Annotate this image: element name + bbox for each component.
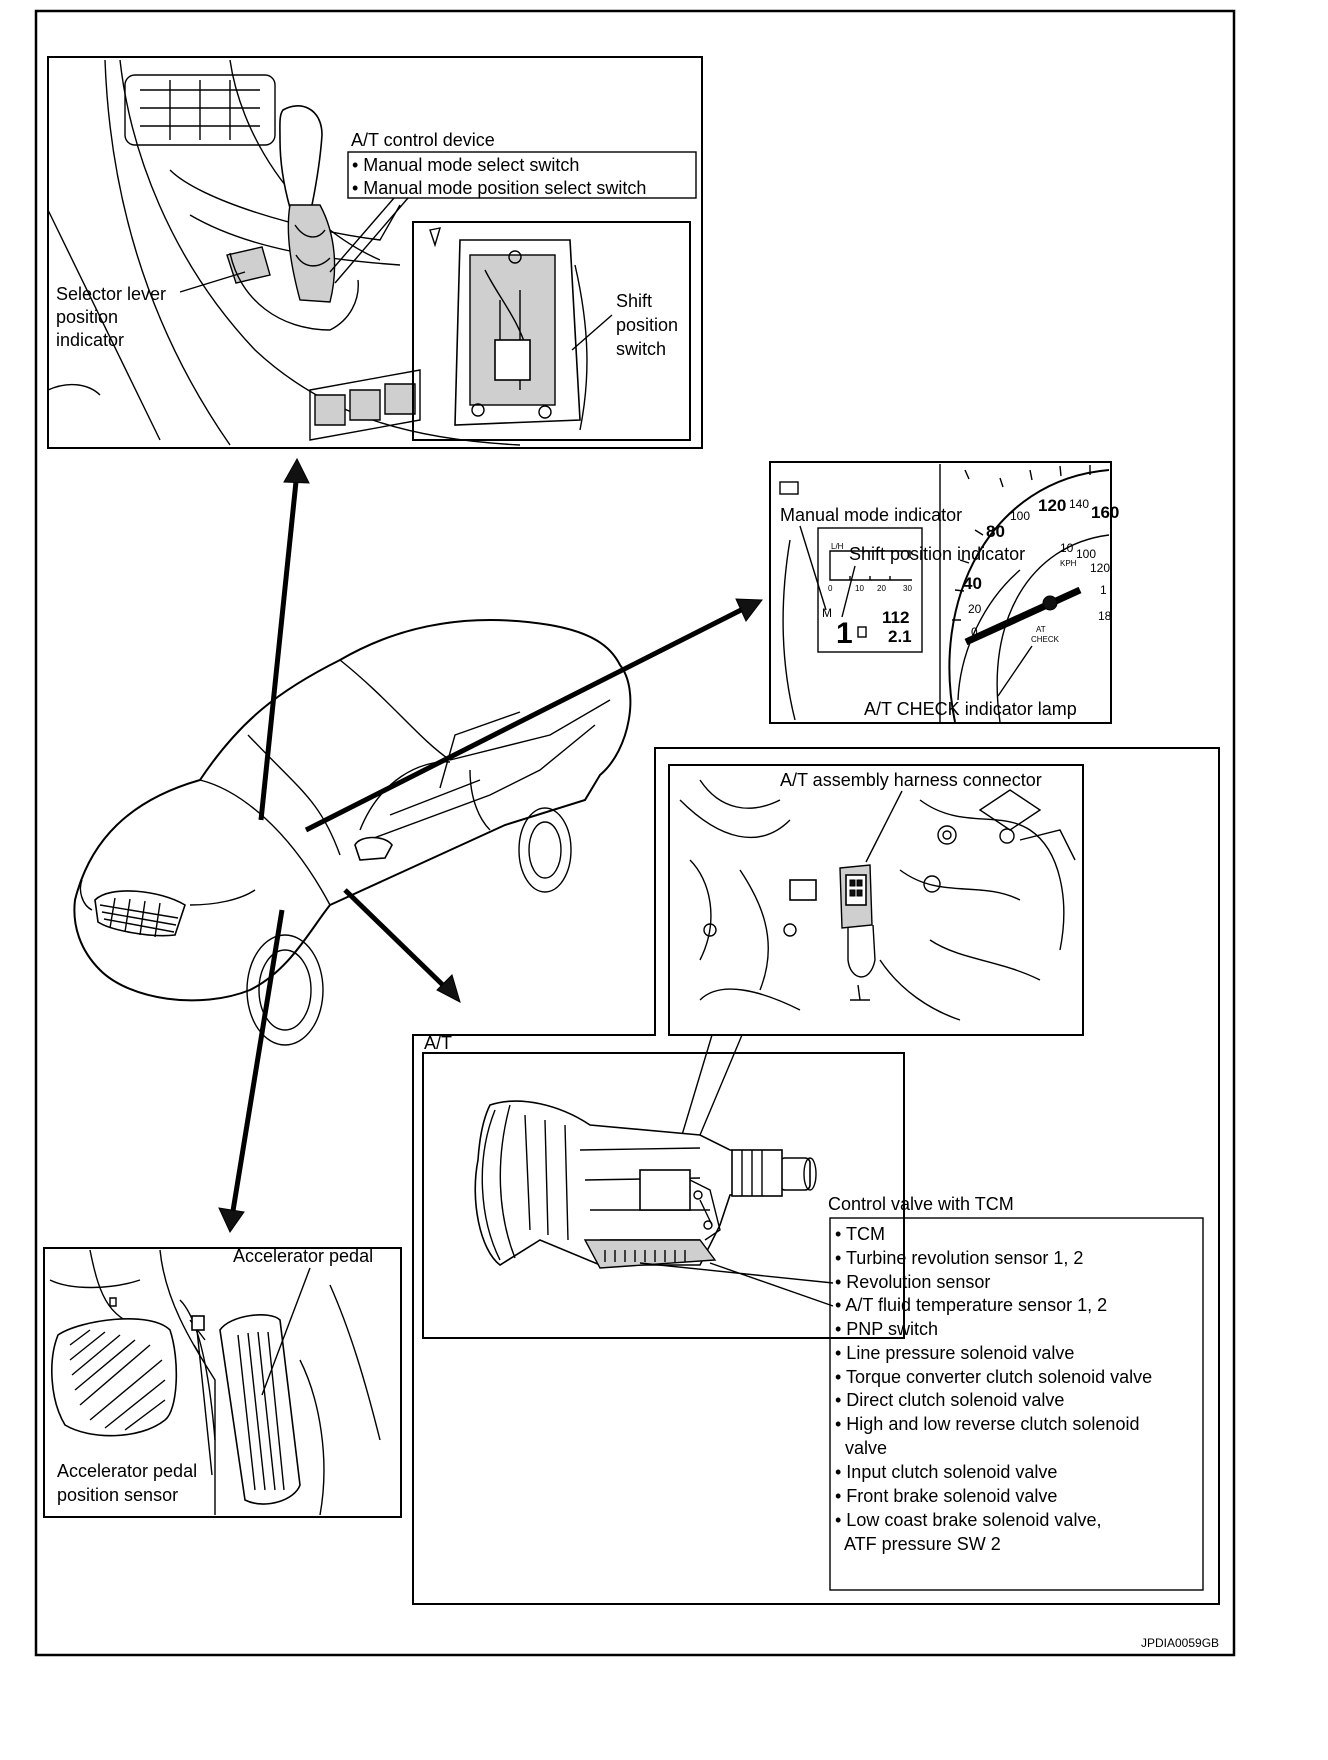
tcm-component-item: • Revolution sensor (835, 1272, 990, 1292)
tcm-component-item: • Input clutch solenoid valve (835, 1462, 1057, 1482)
speed-inner-0: 0 (971, 625, 978, 639)
connector-leader (865, 790, 903, 863)
lcd-scale-unit: L/H (831, 542, 844, 551)
gear-mode-indicator: M (822, 606, 832, 620)
tcm-component-item: • Turbine revolution sensor 1, 2 (835, 1248, 1083, 1268)
speed-label-80: 80 (986, 522, 1005, 541)
at-label: A/T (424, 1033, 452, 1053)
shift-position-switch-inset (412, 221, 691, 441)
manual-mode-position-select-switch-label: • Manual mode position select switch (352, 178, 646, 198)
manual-mode-indicator-label: Manual mode indicator (780, 505, 962, 525)
needle-hub (1042, 595, 1058, 611)
selector-lever-label-line1: Selector lever (56, 284, 166, 304)
lcd-display: L/H 0 10 20 30 M 1 112 2.1 (817, 527, 923, 653)
tcm-component-item: ATF pressure SW 2 (835, 1534, 1001, 1554)
control-valve-with-tcm-label: Control valve with TCM (828, 1194, 1014, 1214)
speedometer-gauge: 80 100 120 140 160 40 20 0 10 100 120 1 … (948, 465, 1119, 723)
tcm-leader-lines (639, 1262, 834, 1307)
tcm-component-item: • A/T fluid temperature sensor 1, 2 (835, 1295, 1107, 1315)
speed-label-160: 160 (1091, 503, 1119, 522)
accelerator-pedal-sensor-label-line2: position sensor (57, 1485, 178, 1505)
speed-inner-20: 20 (968, 602, 982, 616)
console-illustration (47, 59, 521, 446)
car-illustration (73, 619, 632, 1046)
speed-inner-120: 120 (1090, 561, 1110, 575)
tcm-component-list: • TCM • Turbine revolution sensor 1, 2 •… (829, 1217, 1204, 1591)
lcd-value-top: 112 (882, 608, 909, 627)
selector-lever-label-line2: position (56, 307, 118, 327)
outer-frame (34, 9, 1236, 1657)
tcm-component-item: • Torque converter clutch solenoid valve (835, 1367, 1152, 1387)
tach-label: KPH (1060, 559, 1077, 568)
at-check-lamp-text-line1: AT (1036, 625, 1046, 634)
lcd-small-icon (857, 626, 867, 638)
at-control-device-label: A/T control device (351, 130, 495, 150)
at-inner-panel (422, 1052, 905, 1339)
at-control-device-panel: A/T control device • Manual mode select … (47, 56, 703, 449)
manual-mode-switch-box (347, 151, 697, 199)
lcd-value-bottom: 2.1 (888, 627, 912, 646)
transmission-illustration (474, 1100, 817, 1269)
at-assembly-harness-connector-label: A/T assembly harness connector (780, 770, 1042, 790)
speed-label-140: 140 (1069, 497, 1089, 511)
accelerator-pedal-label: Accelerator pedal (233, 1246, 373, 1266)
accelerator-pedal-sensor-label-line1: Accelerator pedal (57, 1461, 197, 1481)
speedometer-needle (964, 586, 1082, 646)
lcd-scale-tick-1: 10 (855, 584, 864, 593)
lcd-scale-tick-3: 30 (903, 584, 912, 593)
tcm-component-item: • PNP switch (835, 1319, 938, 1339)
shift-position-indicator-label: Shift position indicator (849, 544, 1025, 564)
tcm-component-item: • Front brake solenoid valve (835, 1486, 1057, 1506)
shift-position-label-line3: switch (616, 339, 666, 359)
tcm-component-item: • Low coast brake solenoid valve, (835, 1510, 1101, 1530)
accelerator-pedal-panel: Accelerator pedal Accelerator pedal posi… (43, 1246, 402, 1518)
speed-inner-10: 10 (1060, 541, 1074, 555)
manual-mode-select-switch-label: • Manual mode select switch (352, 155, 579, 175)
lcd-scale-tick-0: 0 (828, 584, 833, 593)
inset-pointer-lines (681, 1034, 743, 1136)
at-check-lamp-text-line2: CHECK (1031, 635, 1060, 644)
speed-label-120: 120 (1038, 496, 1066, 515)
meter-leader-lines (799, 525, 1033, 697)
at-assembly-panel: A/T assembly harness connector A/T Contr… (412, 747, 1220, 1605)
at-check-indicator-lamp-label: A/T CHECK indicator lamp (864, 699, 1077, 719)
harness-connector-inset (668, 764, 1084, 1036)
speed-label-100: 100 (1010, 509, 1030, 523)
selector-lever-label-line3: indicator (56, 330, 124, 350)
pedal-leader-lines (196, 1267, 311, 1476)
connection-arrows (218, 457, 763, 1234)
tcm-component-item: • Direct clutch solenoid valve (835, 1390, 1064, 1410)
speed-inner-100: 100 (1076, 547, 1096, 561)
speed-inner-18: 18 (1098, 609, 1112, 623)
figure-id: JPDIA0059GB (1141, 1636, 1219, 1650)
speed-inner-1: 1 (1100, 583, 1107, 597)
shift-position-label-line1: Shift (616, 291, 652, 311)
lcd-scale-tick-2: 20 (877, 584, 886, 593)
leader-lines (179, 197, 613, 351)
shift-position-label-line2: position (616, 315, 678, 335)
combination-meter-panel: L/H 0 10 20 30 M 1 112 2.1 80 100 120 14… (769, 461, 1119, 724)
speed-inner-40: 40 (963, 574, 982, 593)
tcm-component-item: • High and low reverse clutch solenoid (835, 1414, 1139, 1434)
tcm-component-item: valve (835, 1438, 887, 1458)
tcm-component-item: • Line pressure solenoid valve (835, 1343, 1074, 1363)
gear-position-indicator: 1 (836, 617, 853, 650)
tcm-component-item: • TCM (835, 1224, 885, 1244)
